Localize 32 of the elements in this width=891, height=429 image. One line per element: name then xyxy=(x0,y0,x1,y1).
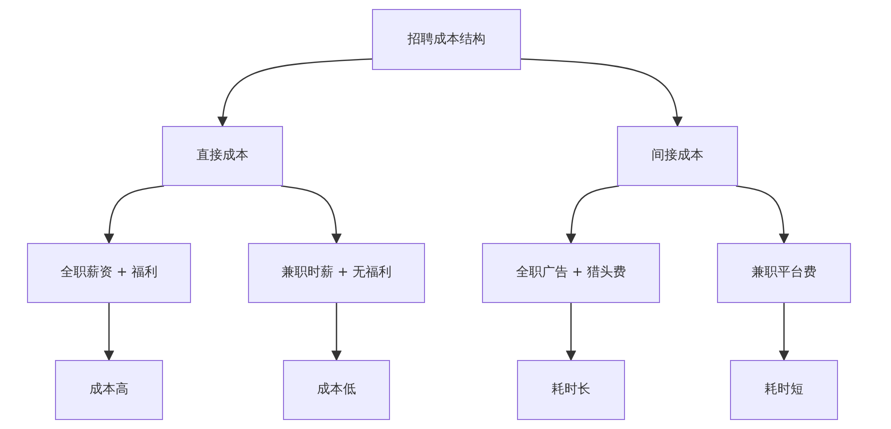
arrow xyxy=(104,185,164,244)
node-label: 招聘成本结构 xyxy=(408,30,486,49)
process-box xyxy=(27,243,191,303)
process-box xyxy=(162,126,283,186)
arrow xyxy=(520,58,682,128)
node-label: 成本低 xyxy=(317,381,356,400)
node-label: 直接成本 xyxy=(196,147,248,166)
arrow xyxy=(280,185,342,244)
node-label: 耗时长 xyxy=(552,381,590,400)
process-box xyxy=(730,360,838,420)
node-label: 耗时短 xyxy=(764,381,804,400)
node-label: 间接成本 xyxy=(652,147,704,166)
arrow xyxy=(331,303,342,362)
process-box xyxy=(248,243,425,303)
arrow xyxy=(736,185,789,244)
process-box xyxy=(517,360,625,420)
process-box xyxy=(482,243,660,303)
node-label: 兼职时薪 + 无福利 xyxy=(281,264,392,282)
process-box xyxy=(55,360,163,420)
node-label: 成本高 xyxy=(90,381,128,400)
node-label: 全职广告 + 猎头费 xyxy=(516,264,626,282)
process-box xyxy=(617,126,738,186)
node-label: 全职薪资 + 福利 xyxy=(60,264,158,282)
arrow xyxy=(778,303,790,362)
process-box xyxy=(717,243,851,303)
arrow xyxy=(566,185,620,244)
arrow xyxy=(218,58,372,128)
arrow xyxy=(104,303,114,362)
process-box xyxy=(372,9,521,70)
node-label: 兼职平台费 xyxy=(752,264,816,282)
process-box xyxy=(283,360,390,420)
arrow xyxy=(566,303,576,362)
